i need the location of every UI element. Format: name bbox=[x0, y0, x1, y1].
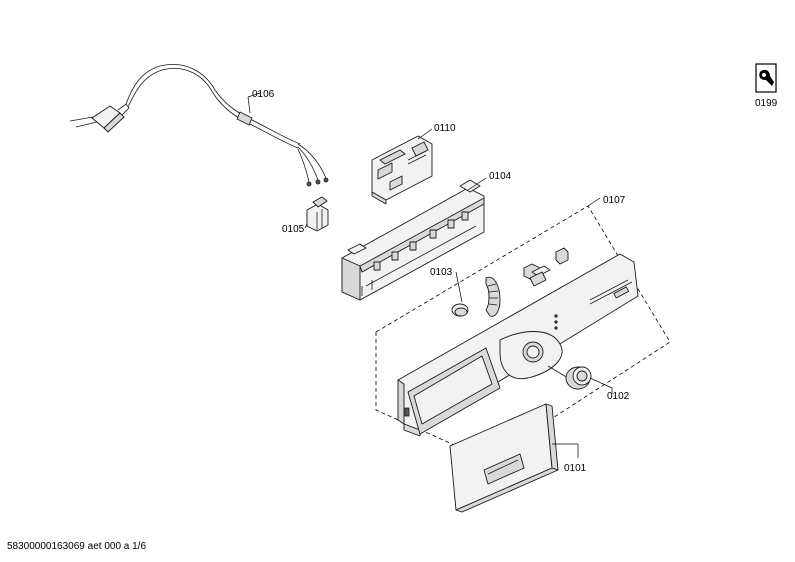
label-0199: 0199 bbox=[755, 98, 778, 109]
label-0105: 0105 bbox=[282, 224, 305, 235]
label-0106: 0106 bbox=[252, 89, 275, 100]
power-cord-0106 bbox=[69, 64, 329, 187]
drawer-handle-0101 bbox=[449, 403, 579, 513]
label-0102: 0102 bbox=[607, 391, 630, 402]
label-0104: 0104 bbox=[489, 171, 512, 182]
label-0110: 0110 bbox=[434, 123, 456, 134]
drawing-reference-footer: 58300000163069 aet 000 a 1/6 bbox=[7, 541, 147, 552]
label-0101: 0101 bbox=[564, 463, 587, 474]
fascia-group-0107 bbox=[375, 197, 671, 461]
switch-parts bbox=[523, 247, 569, 287]
knob-0102 bbox=[547, 365, 613, 394]
control-panel-fascia bbox=[397, 253, 639, 437]
control-module-0110 bbox=[371, 128, 433, 205]
clip-0105 bbox=[304, 196, 329, 232]
label-0103: 0103 bbox=[430, 267, 453, 278]
housing-frame-0104 bbox=[341, 177, 487, 301]
service-manual-icon bbox=[755, 63, 777, 93]
selector-parts-0103 bbox=[451, 271, 501, 317]
label-0107: 0107 bbox=[603, 195, 626, 206]
